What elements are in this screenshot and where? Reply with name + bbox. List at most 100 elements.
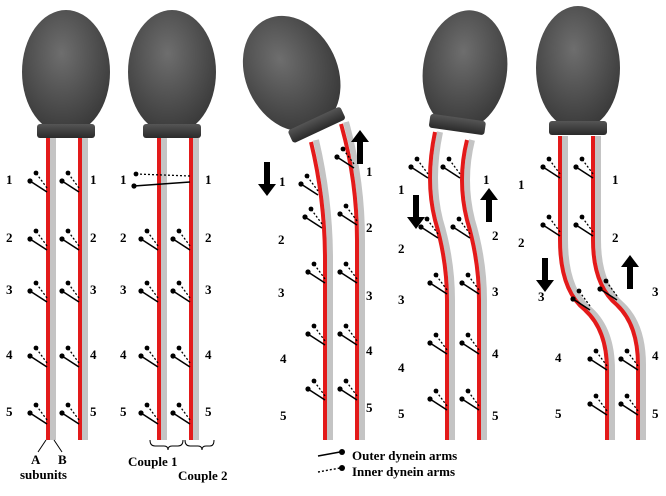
- position-number: 2: [90, 230, 97, 245]
- legend-inner-dot: [339, 465, 345, 471]
- inner-dynein-arm: [146, 347, 159, 364]
- inner-dynein-head: [144, 280, 150, 286]
- inner-dynein-head: [624, 393, 630, 399]
- outer-dynein-head: [59, 236, 65, 242]
- position-number: 3: [6, 282, 13, 297]
- outer-dynein-arm: [307, 271, 326, 284]
- inner-dynein-head: [176, 402, 182, 408]
- position-number: 1: [612, 172, 619, 187]
- outer-dynein-arm: [61, 355, 80, 368]
- outer-dynein-head: [59, 353, 65, 359]
- panel-3: [242, 15, 365, 440]
- outer-dynein-head: [138, 236, 144, 242]
- outer-dynein-arm: [300, 183, 319, 196]
- position-number: 3: [205, 282, 212, 297]
- outer-dynein-head: [427, 340, 433, 346]
- head: [22, 10, 110, 134]
- inner-dynein-head: [603, 278, 609, 284]
- outer-dynein-arm: [429, 342, 448, 355]
- outer-dynein-head: [27, 236, 33, 242]
- legend-inner-label: Inner dynein arms: [352, 464, 455, 479]
- inner-dynein-arm: [310, 208, 323, 225]
- position-number: 4: [398, 360, 405, 375]
- arrow-down-icon: [407, 195, 425, 229]
- collar: [37, 124, 95, 138]
- head: [422, 10, 508, 130]
- outer-dynein-arm: [307, 333, 326, 346]
- inner-dynein-head: [65, 170, 71, 176]
- outer-dynein-head: [305, 386, 311, 392]
- outer-dynein-arm: [461, 342, 480, 355]
- inner-dynein-arm: [178, 282, 191, 299]
- position-number: 5: [366, 400, 373, 415]
- inner-dynein-arm: [35, 347, 48, 364]
- position-number: 2: [398, 241, 405, 256]
- inner-dynein-arm: [67, 347, 80, 364]
- inner-dynein-head: [446, 156, 452, 162]
- outer-dynein-head: [618, 401, 624, 407]
- inner-dynein-arm: [345, 380, 358, 397]
- position-number: 5: [90, 404, 97, 419]
- outer-dynein-arm: [29, 412, 48, 425]
- outer-dynein-head: [27, 178, 33, 184]
- inner-dynein-head: [65, 402, 71, 408]
- outer-dynein-arm: [29, 238, 48, 251]
- label-subunit-a: A: [31, 452, 41, 467]
- pointer-a: [37, 439, 47, 453]
- position-number: 3: [278, 285, 285, 300]
- outer-dynein-arm: [61, 180, 80, 193]
- inner-dynein-arm: [467, 390, 480, 407]
- position-number: 2: [492, 228, 499, 243]
- position-number: 3: [492, 284, 499, 299]
- filament-pair: [309, 121, 365, 440]
- outer-dynein-arm: [589, 403, 608, 416]
- inner-dynein-arm: [178, 347, 191, 364]
- position-number: 4: [555, 350, 562, 365]
- position-number: 2: [278, 232, 285, 247]
- inner-dynein-arm: [67, 404, 80, 421]
- outer-dynein-head: [131, 183, 137, 189]
- inner-dynein-head: [65, 280, 71, 286]
- position-number: 1: [205, 172, 212, 187]
- inner-dynein-head: [465, 332, 471, 338]
- outer-dynein-head: [573, 222, 579, 228]
- inner-dynein-arm: [345, 325, 358, 342]
- inner-dynein-arm: [595, 395, 608, 412]
- couple-bracket-1: [149, 439, 184, 451]
- inner-dynein-arm: [435, 274, 448, 291]
- inner-dynein-arm: [458, 218, 471, 235]
- inner-dynein-head: [576, 288, 582, 294]
- inner-dynein-arm: [178, 404, 191, 421]
- outer-dynein-head: [587, 401, 593, 407]
- inner-dynein-arm: [146, 404, 159, 421]
- inner-dynein-head: [433, 332, 439, 338]
- outer-dynein-head: [337, 331, 343, 337]
- position-number: 1: [120, 172, 127, 187]
- outer-dynein-arm: [410, 166, 429, 179]
- inner-dynein-arm: [548, 158, 561, 175]
- filament-pair: [46, 138, 88, 440]
- inner-dynein-head: [465, 388, 471, 394]
- outer-dynein-arm: [461, 398, 480, 411]
- outer-dynein-arm: [29, 180, 48, 193]
- outer-dynein-head: [59, 410, 65, 416]
- outer-dynein-arm: [461, 282, 480, 295]
- outer-dynein-arm: [133, 181, 191, 187]
- inner-dynein-arm: [467, 334, 480, 351]
- position-number: 4: [280, 351, 287, 366]
- inner-dynein-head: [304, 173, 310, 179]
- inner-dynein-head: [144, 228, 150, 234]
- outer-dynein-head: [440, 164, 446, 170]
- outer-dynein-arm: [140, 238, 159, 251]
- position-number: 3: [538, 289, 545, 304]
- outer-dynein-arm: [620, 358, 639, 371]
- outer-dynein-arm: [339, 213, 358, 226]
- outer-dynein-arm: [452, 226, 471, 239]
- outer-dynein-arm: [61, 290, 80, 303]
- inner-dynein-arm: [581, 158, 594, 175]
- inner-dynein-head: [593, 348, 599, 354]
- outer-dynein-arm: [339, 271, 358, 284]
- inner-dynein-head: [624, 348, 630, 354]
- inner-dynein-arm: [313, 380, 326, 397]
